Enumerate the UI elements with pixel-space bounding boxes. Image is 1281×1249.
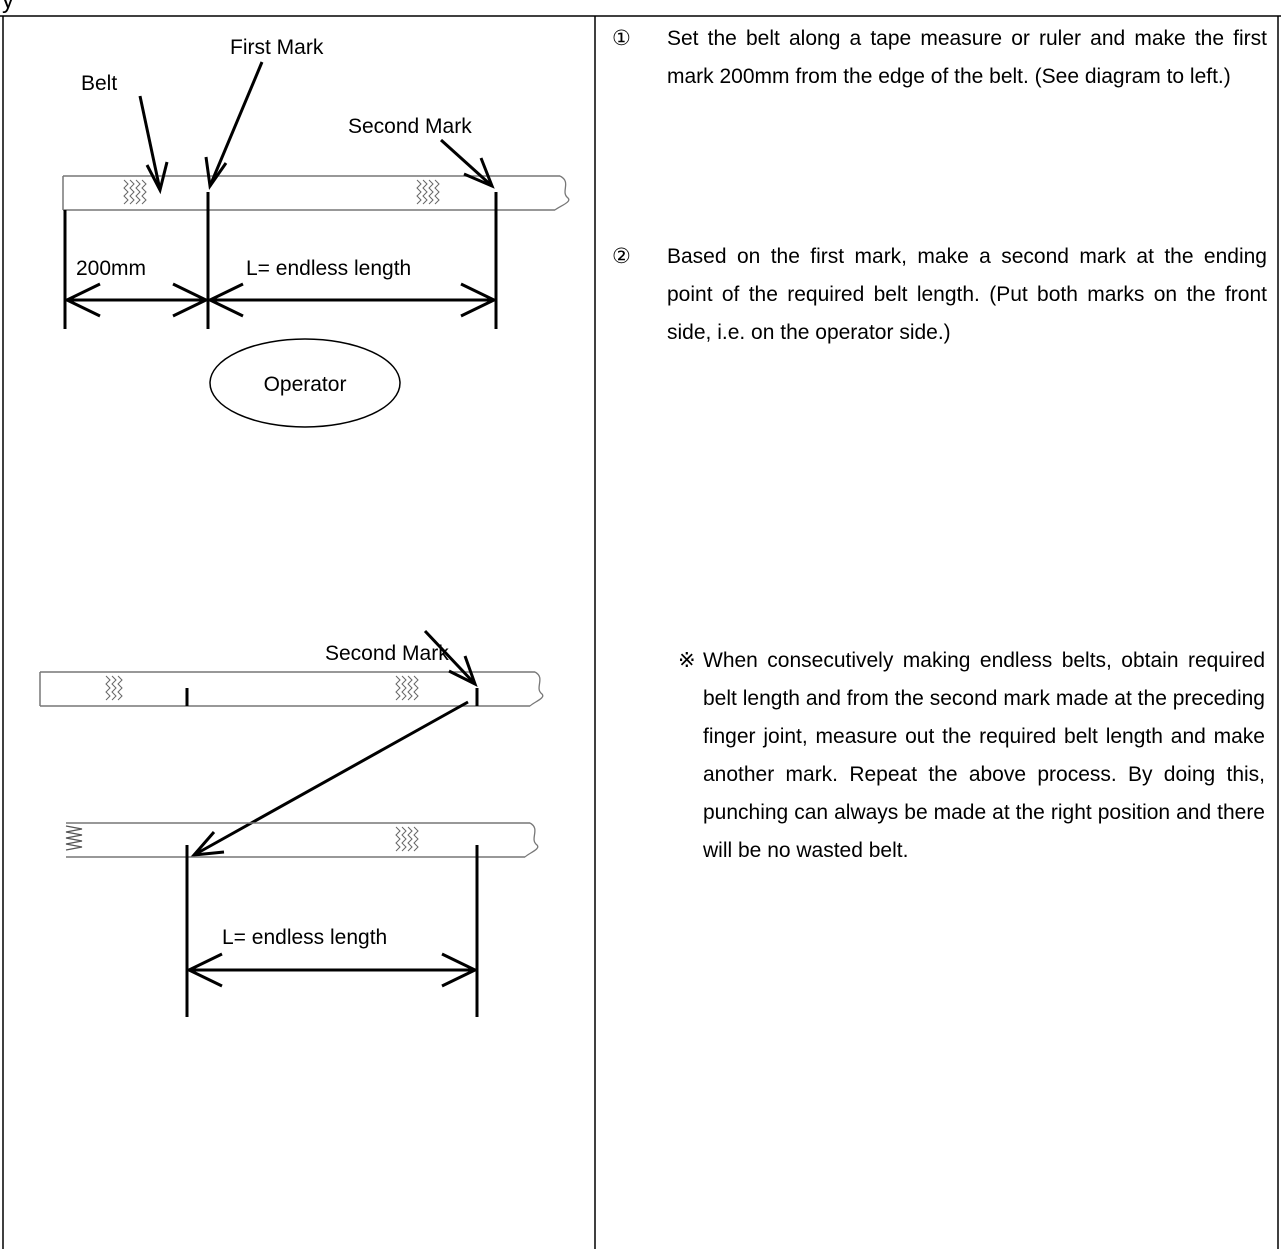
- note-text: When consecutively making endless belts,…: [703, 649, 1265, 862]
- length-label-bottom: L= endless length: [222, 926, 387, 949]
- length-label-top: L= endless length: [246, 257, 411, 280]
- top-offset-dimension-arrow: [63, 282, 210, 318]
- step-2-number: ②: [612, 245, 631, 268]
- step-2-text: Based on the first mark, make a second m…: [667, 245, 1267, 344]
- bottom-lower-belt-strip: [65, 822, 539, 858]
- note-marker: ※: [678, 649, 696, 672]
- second-mark-label-top: Second Mark: [348, 115, 472, 138]
- bottom-lower-finger-joint: [395, 826, 419, 852]
- top-finger-joint-1: [123, 179, 147, 205]
- operator-label: Operator: [264, 373, 347, 396]
- belt-label: Belt: [81, 72, 117, 95]
- bottom-upper-finger-joint-1: [105, 675, 123, 701]
- step-1-number: ①: [612, 27, 631, 50]
- heading-text: y: [2, 0, 14, 14]
- bottom-upper-finger-joint-2: [395, 675, 419, 701]
- top-diagram: Belt First Mark Second Mark 200mm L= end…: [62, 36, 570, 428]
- bottom-diagram: Second Mark L= endless length: [39, 629, 544, 1017]
- belt-pointer-arrow: [138, 95, 169, 195]
- clipped-section-heading: y: [2, 0, 622, 16]
- top-belt-strip: [62, 175, 570, 211]
- top-length-dimension-arrow: [206, 282, 498, 318]
- second-mark-pointer-arrow-bottom: [423, 629, 478, 688]
- top-finger-joint-2: [416, 179, 440, 205]
- bottom-length-dimension-arrow: [185, 952, 479, 988]
- step-1-text: Set the belt along a tape measure or rul…: [667, 27, 1267, 88]
- operator-ellipse: [209, 338, 401, 428]
- second-mark-pointer-arrow-top: [439, 138, 495, 189]
- first-mark-label: First Mark: [230, 36, 324, 59]
- offset-label: 200mm: [76, 257, 146, 280]
- second-mark-label-bottom: Second Mark: [325, 642, 449, 665]
- transfer-arrow: [190, 700, 469, 857]
- first-mark-pointer-arrow: [204, 61, 264, 191]
